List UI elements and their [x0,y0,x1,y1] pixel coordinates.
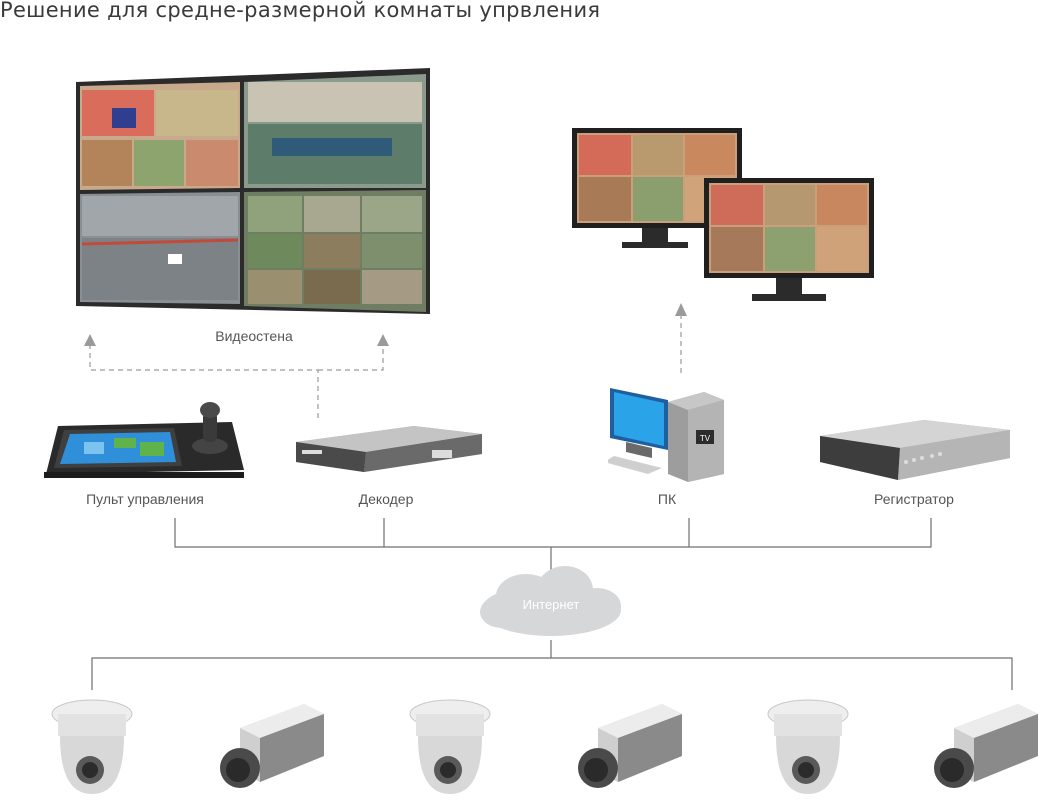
dome-camera-icon [767,699,849,794]
arrow-left-head [84,334,96,346]
recorder-label: Регистратор [874,491,954,507]
arrow-pc-head [675,303,687,316]
decoder-to-videowall-dashed-right [318,338,384,371]
device-bus [174,518,932,548]
pc-icon: TV [608,388,724,482]
pc-label: ПК [657,491,677,507]
dome-camera-icon [51,699,133,794]
decoder-label: Декодер [358,491,414,507]
camera-bus [91,657,1013,690]
control-panel-label: Пульт управления [86,491,204,507]
monitors-icon [572,128,874,301]
page-title: Решение для средне-размерной комнаты упр… [0,0,601,22]
box-camera-icon [934,704,1038,788]
box-camera-icon [220,704,324,788]
dome-camera-icon [409,699,491,794]
pc-badge: TV [700,434,711,443]
box-camera-icon [578,704,682,788]
internet-label: Интернет [523,597,580,612]
decoder-icon [296,426,482,472]
decoder-to-videowall-dashed [89,338,319,418]
recorder-icon [820,420,1010,480]
videowall-label: Видеостена [215,328,293,344]
arrow-right-head [377,334,389,346]
internet-cloud-icon [480,566,621,636]
control-panel-icon [44,402,244,478]
videowall-icon [76,68,430,314]
